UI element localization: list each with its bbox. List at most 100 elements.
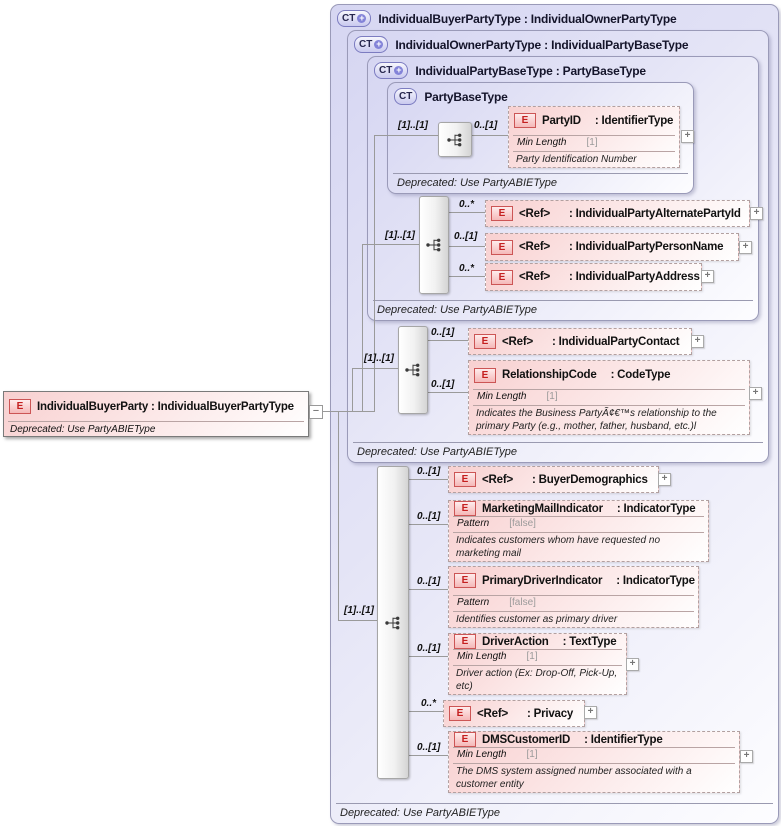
element-box-primarydriverindicator[interactable]: E PrimaryDriverIndicator : IndicatorType… [448,566,699,628]
expand-button[interactable]: + [750,207,763,220]
collapse-button[interactable]: − [309,405,323,419]
element-box-privacy[interactable]: E <Ref> : Privacy [443,700,585,727]
element-type: : TextType [562,635,617,648]
element-annotation: The DMS system assigned number associate… [456,766,692,790]
expand-button[interactable]: + [626,658,639,671]
element-box-individualbuyerparty[interactable]: E IndividualBuyerParty : IndividualBuyer… [3,391,309,437]
facet-value: [false] [509,596,536,608]
element-icon: E [514,113,536,129]
connector-line [447,246,485,247]
element-name: DMSCustomerID [482,733,571,746]
complextype-title: IndividualBuyerPartyType : IndividualOwn… [378,11,677,26]
element-box-buyerdemographics[interactable]: E <Ref> : BuyerDemographics [448,466,659,493]
complextype-title: IndividualPartyBaseType : PartyBaseType [415,63,646,78]
element-box-individualpartypersonname[interactable]: E <Ref> : IndividualPartyPersonName [485,233,739,261]
expand-button[interactable]: + [584,706,597,719]
element-name: <Ref> [519,271,550,283]
element-box-individualpartyalternatepartyid[interactable]: E <Ref> : IndividualPartyAlternatePartyI… [485,200,750,227]
sequence-icon [405,363,420,377]
expand-button[interactable]: + [739,241,752,254]
deprecated-note: Deprecated: Use PartyABIEType [373,300,753,317]
facet-label: Pattern [457,596,490,608]
element-box-driveraction[interactable]: E DriverAction : TextType Min Length[1] … [448,633,627,695]
element-icon: E [491,239,513,255]
expand-button[interactable]: + [749,387,762,400]
element-type: : IndividualPartyPersonName [568,241,724,253]
element-icon: E [454,472,476,487]
cardinality-label: 0..[1] [417,742,441,753]
cardinality-label: [1]..[1] [364,353,394,364]
deprecated-note: Deprecated: Use PartyABIEType [336,803,773,820]
connector-line [374,135,375,412]
complextype-icon[interactable]: CT+ [354,36,389,53]
element-box-marketingmailindicator[interactable]: E MarketingMailIndicator : IndicatorType… [448,500,709,562]
facet-label: Min Length [457,651,507,662]
element-name: DriverAction [482,635,549,648]
element-box-dmscustomerid[interactable]: E DMSCustomerID : IdentifierType Min Len… [448,731,740,793]
cardinality-label: 0..[1] [417,643,441,654]
facet-value: [1] [526,749,538,760]
cardinality-label: 0..* [421,698,437,709]
sequence-group[interactable] [419,196,449,294]
expand-button[interactable]: + [681,130,694,143]
cardinality-label: 0..[1] [474,120,498,131]
element-box-partyid[interactable]: E PartyID : IdentifierType Min Length[1]… [508,106,680,168]
complextype-header: CT+ IndividualOwnerPartyType : Individua… [354,36,689,53]
complextype-icon[interactable]: CT+ [374,62,409,79]
sequence-group[interactable] [377,466,409,779]
element-type: : IndividualPartyAlternatePartyId [568,207,741,220]
element-icon: E [454,634,476,649]
cardinality-label: 0..[1] [431,327,455,338]
connector-line [338,411,339,621]
facet-value: [1] [546,391,558,402]
expand-button[interactable]: + [740,750,753,763]
element-type: : Privacy [526,707,574,720]
facet-value: [1] [586,136,598,148]
connector-line [352,368,398,369]
element-icon: E [454,501,476,516]
connector-line [470,135,508,136]
cardinality-label: 0..* [459,199,475,210]
complextype-icon[interactable]: CT+ [337,10,372,27]
element-box-relationshipcode[interactable]: E RelationshipCode : CodeType Min Length… [468,360,750,435]
element-name: RelationshipCode [502,369,597,381]
cardinality-label: 0..[1] [454,231,478,242]
element-annotation: Driver action (Ex: Drop-Off, Pick-Up, et… [456,668,618,692]
element-type: : CodeType [610,369,671,381]
sequence-group[interactable] [438,122,472,157]
element-box-individualpartycontact[interactable]: E <Ref> : IndividualPartyContact [468,328,692,355]
cardinality-label: 0..[1] [417,576,441,587]
complextype-icon[interactable]: CT [394,88,418,105]
element-name: PartyID [542,114,581,127]
element-type: : IndicatorType [616,574,695,587]
connector-line [447,276,485,277]
connector-line [352,368,353,412]
connector-line [407,524,448,525]
facet-value: [false] [509,518,536,529]
sequence-icon [385,616,400,629]
element-name: <Ref> [502,335,533,348]
cardinality-label: [1]..[1] [385,230,415,241]
cardinality-label: 0..[1] [431,379,455,390]
expand-button[interactable]: + [701,270,714,283]
element-icon: E [9,399,31,414]
element-name: <Ref> [519,241,550,253]
expand-button[interactable]: + [691,335,704,348]
element-name: <Ref> [519,207,550,220]
connector-line [407,711,443,712]
cardinality-label: 0..[1] [417,511,441,522]
expand-button[interactable]: + [658,473,671,486]
connector-line [407,656,448,657]
connector-line [362,244,419,245]
element-title: IndividualBuyerParty : IndividualBuyerPa… [37,400,294,413]
element-annotation: Identifies customer as primary driver [456,613,618,625]
element-type: : IndividualPartyAddress [568,271,700,283]
element-box-individualpartyaddress[interactable]: E <Ref> : IndividualPartyAddress [485,263,702,291]
connector-line [426,340,468,341]
deprecated-note: Deprecated: Use PartyABIEType [393,173,688,190]
expand-plus-icon: + [374,39,384,49]
ct-icon-label: CT [379,65,393,76]
sequence-group[interactable] [398,326,428,414]
ct-icon-label: CT [399,91,413,102]
